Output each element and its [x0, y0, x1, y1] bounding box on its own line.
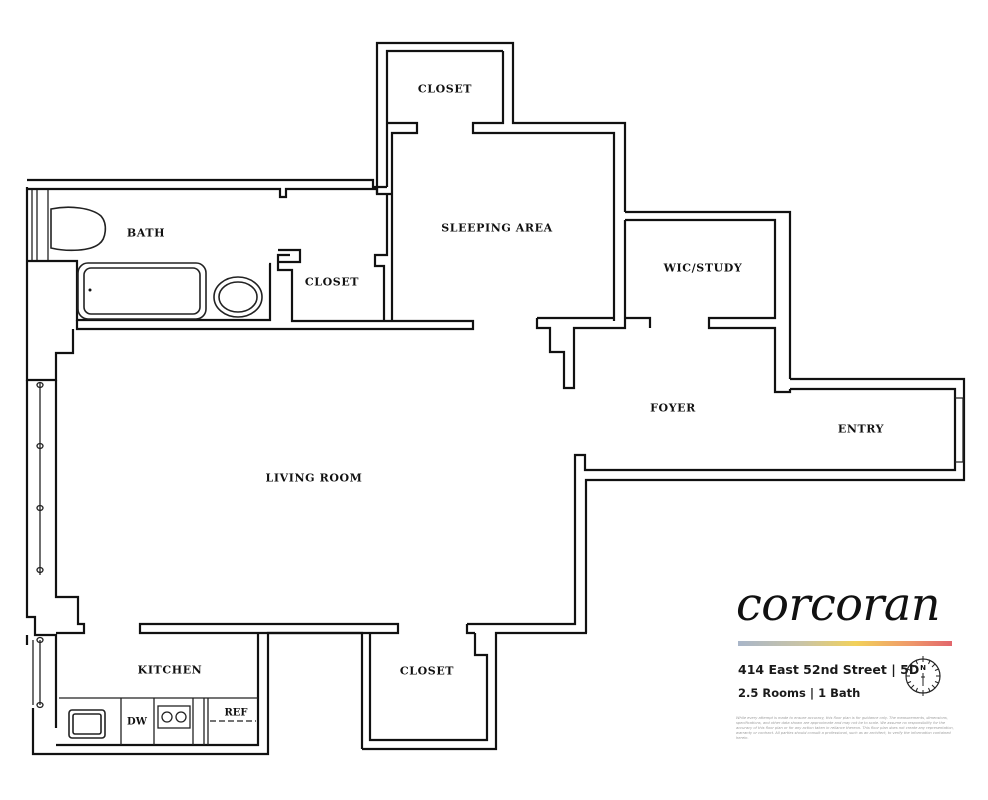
- room-label-kitchen: KITCHEN: [137, 663, 203, 677]
- bathtub-icon: [77, 262, 207, 320]
- room-label-closet-top: CLOSET: [417, 82, 473, 96]
- property-address: 414 East 52nd Street | 5D: [738, 662, 920, 677]
- closet-top-walls: [375, 41, 627, 321]
- north-walls: [25, 178, 392, 261]
- rooms-summary: 2.5 Rooms | 1 Bath: [738, 686, 861, 700]
- compass-icon: N: [905, 656, 941, 696]
- sink-icon: [213, 276, 263, 318]
- room-label-closet-bottom: CLOSET: [399, 664, 455, 678]
- corcoran-logo: corcoran: [736, 577, 940, 631]
- stove-icon: [157, 705, 191, 729]
- room-label-entry: ENTRY: [837, 422, 885, 436]
- bath-window: [31, 190, 49, 260]
- room-label-foyer: FOYER: [650, 401, 696, 415]
- dishwasher-label: DW: [127, 716, 147, 728]
- room-label-living-room: LIVING ROOM: [265, 471, 363, 485]
- room-label-closet-mid: CLOSET: [304, 275, 360, 289]
- room-label-wic-study: WIC/STUDY: [663, 261, 743, 275]
- brand-gradient-bar: [738, 641, 952, 646]
- refrigerator-label: REF: [224, 707, 248, 719]
- compass-north-label: N: [920, 664, 926, 672]
- kitchen-sink-icon: [68, 709, 106, 739]
- kitchen-counter: [59, 697, 258, 745]
- sleeping-foyer-walls: [535, 210, 792, 394]
- brand-block: corcoran 414 East 52nd Street | 5D 2.5 R…: [736, 577, 956, 740]
- bath-lower-walls: [27, 194, 475, 331]
- toilet-icon: [50, 206, 107, 252]
- room-label-bath: BATH: [126, 226, 166, 240]
- west-walls: [25, 261, 364, 756]
- room-label-sleeping-area: SLEEPING AREA: [441, 221, 553, 235]
- south-walls: [56, 620, 587, 751]
- entry-walls: [573, 377, 966, 633]
- disclaimer-text: While every attempt is made to ensure ac…: [736, 716, 954, 740]
